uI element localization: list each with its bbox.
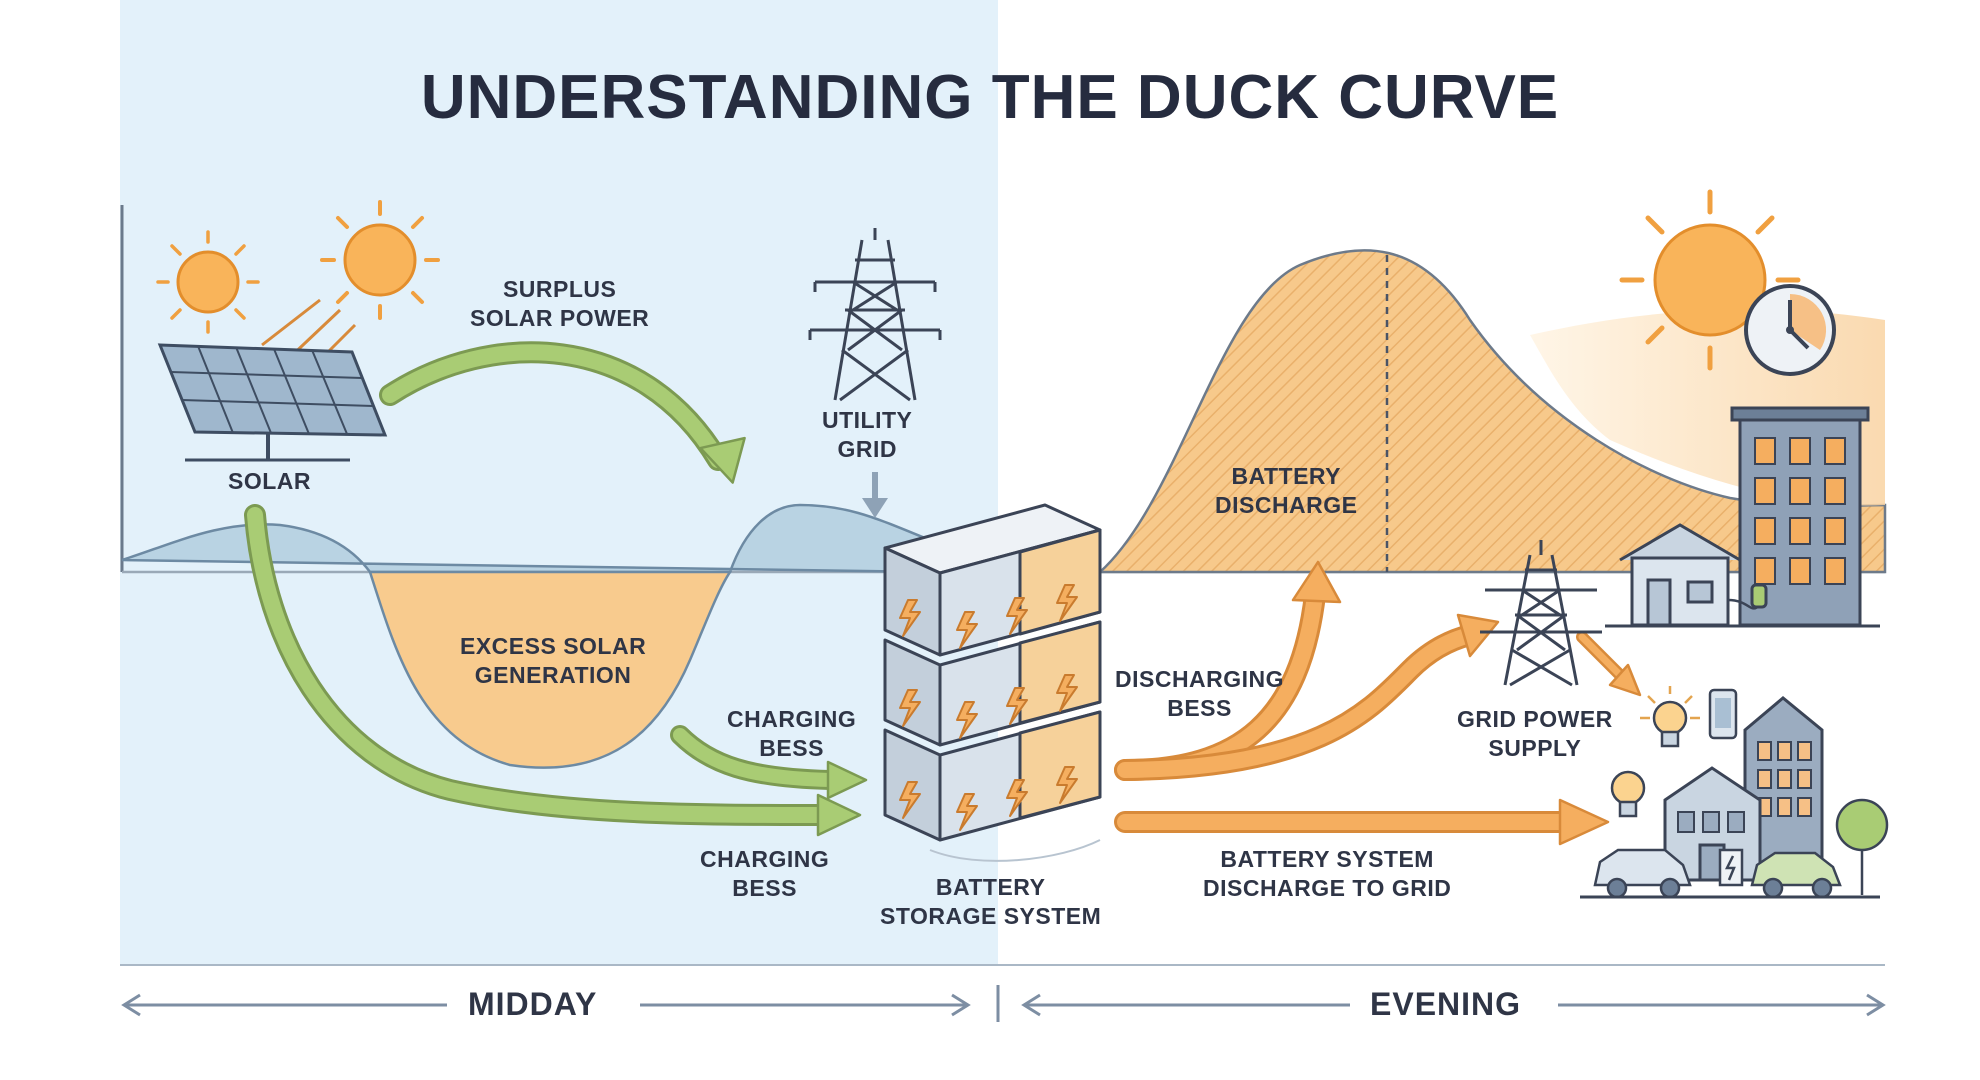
timeline-label-evening: EVENING [1370,986,1522,1022]
green-arrowheads [699,436,868,837]
electric-car-icon [1750,851,1842,899]
transmission-tower-icon-evening [1480,540,1602,687]
clock-icon [1744,284,1836,376]
orange-arrowheads [1291,560,1642,846]
battery-stack-icon [883,503,1102,862]
tree-icon [1835,798,1889,895]
page-title: UNDERSTANDING THE DUCK CURVE [420,63,1560,132]
charging-arrows [244,341,840,826]
car-icon [1593,848,1692,899]
solar-panel-icon [157,343,388,462]
battery-module-top [883,528,1102,657]
timeline [120,964,1886,1022]
grid-down-arrow [862,472,888,518]
ev-charger-icon [1718,848,1744,887]
duck-curve-belly [368,570,733,769]
light-bulb-icon [1640,686,1700,748]
transmission-tower-icon [808,228,942,402]
smartphone-icon [1708,688,1738,740]
light-bulb-icon-2 [1610,770,1646,818]
discharge-arrows [1114,584,1628,833]
label-solar: SOLAR [228,468,311,494]
sun-icon-medium [320,200,440,320]
sun-icon-small [156,230,260,334]
timeline-label-midday: MIDDAY [468,986,598,1022]
